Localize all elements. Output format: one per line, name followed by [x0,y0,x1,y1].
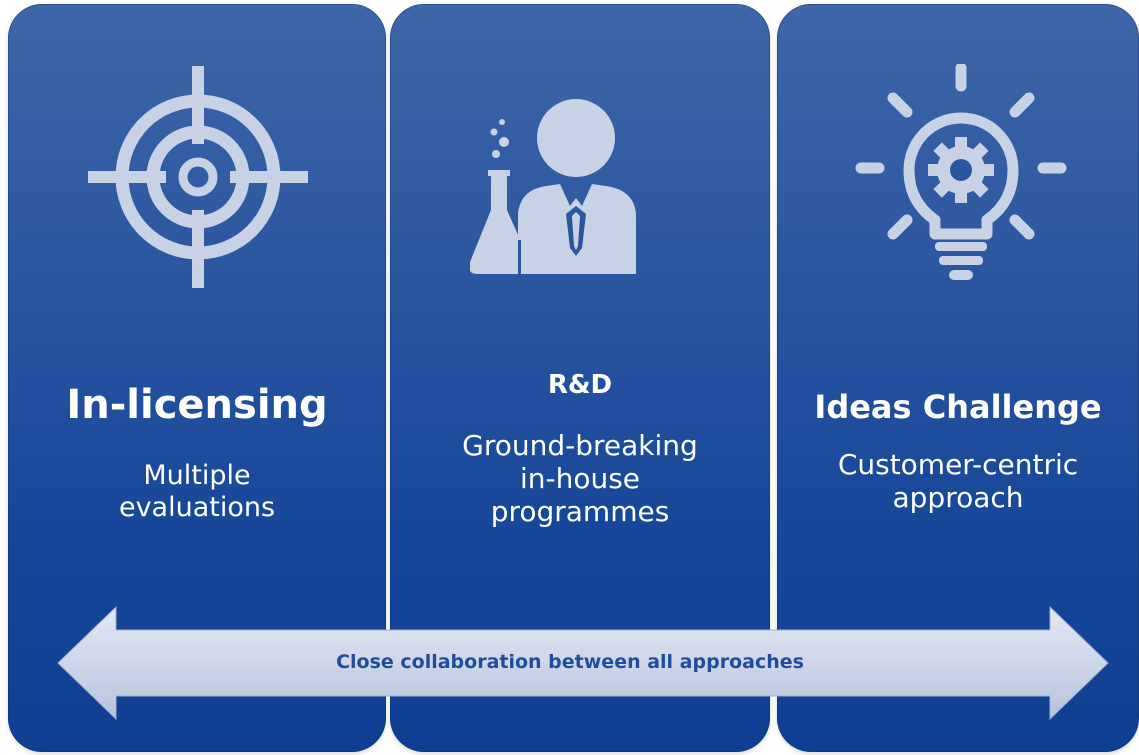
subtitle-line: in-house [519,462,641,496]
subtitle-line: Multiple [143,460,251,491]
panel-subtitle: Customer-centric approach [777,448,1139,514]
subtitle-line: evaluations [118,491,276,523]
arrow-label: Close collaboration between all approach… [336,651,804,673]
panel-title: R&D [547,370,613,400]
lightbulb-gear-icon [853,64,1069,290]
subtitle-line: Customer-centric [837,448,1079,481]
panel-title: Ideas Challenge [814,388,1102,426]
subtitle-line: approach [892,481,1024,515]
panel-subtitle: Multiple evaluations [8,460,386,524]
panel-in-licensing: In-licensing Multiple evaluations [8,4,386,752]
scientist-icon [470,98,650,274]
panel-subtitle: Ground-breaking in-house programmes [390,429,770,528]
panel-title: In-licensing [66,382,328,428]
panel-rnd: R&D Ground-breaking in-house programmes [390,4,770,752]
subtitle-line: programmes [490,495,670,529]
target-icon [88,66,308,288]
subtitle-line: Ground-breaking [462,429,698,462]
panel-ideas-challenge: Ideas Challenge Customer-centric approac… [777,4,1139,752]
